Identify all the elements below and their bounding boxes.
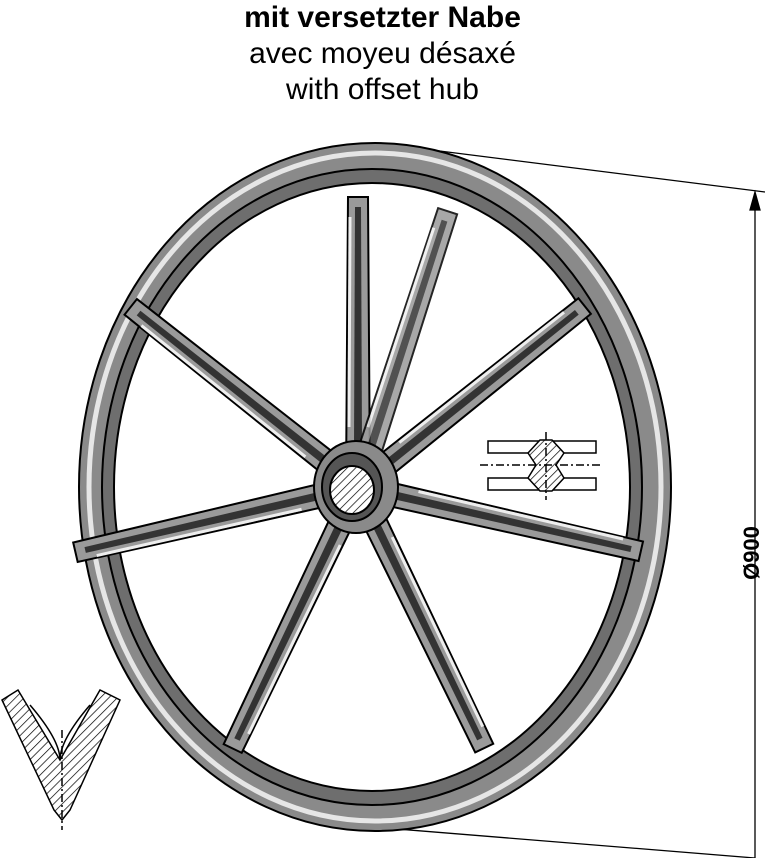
title-german: mit versetzter Nabe xyxy=(244,1,521,34)
title-block: mit versetzter Nabe avec moyeu désaxé wi… xyxy=(0,0,765,108)
hub-cross-section xyxy=(480,432,600,500)
rim-profile-section xyxy=(1,688,121,830)
diameter-label: Ø900 xyxy=(739,526,764,580)
wheel-spokes xyxy=(71,196,645,756)
wheel-hub xyxy=(313,440,399,534)
title-english: with offset hub xyxy=(286,73,479,106)
dimension-lines xyxy=(359,145,765,858)
title-french: avec moyeu désaxé xyxy=(249,37,516,70)
